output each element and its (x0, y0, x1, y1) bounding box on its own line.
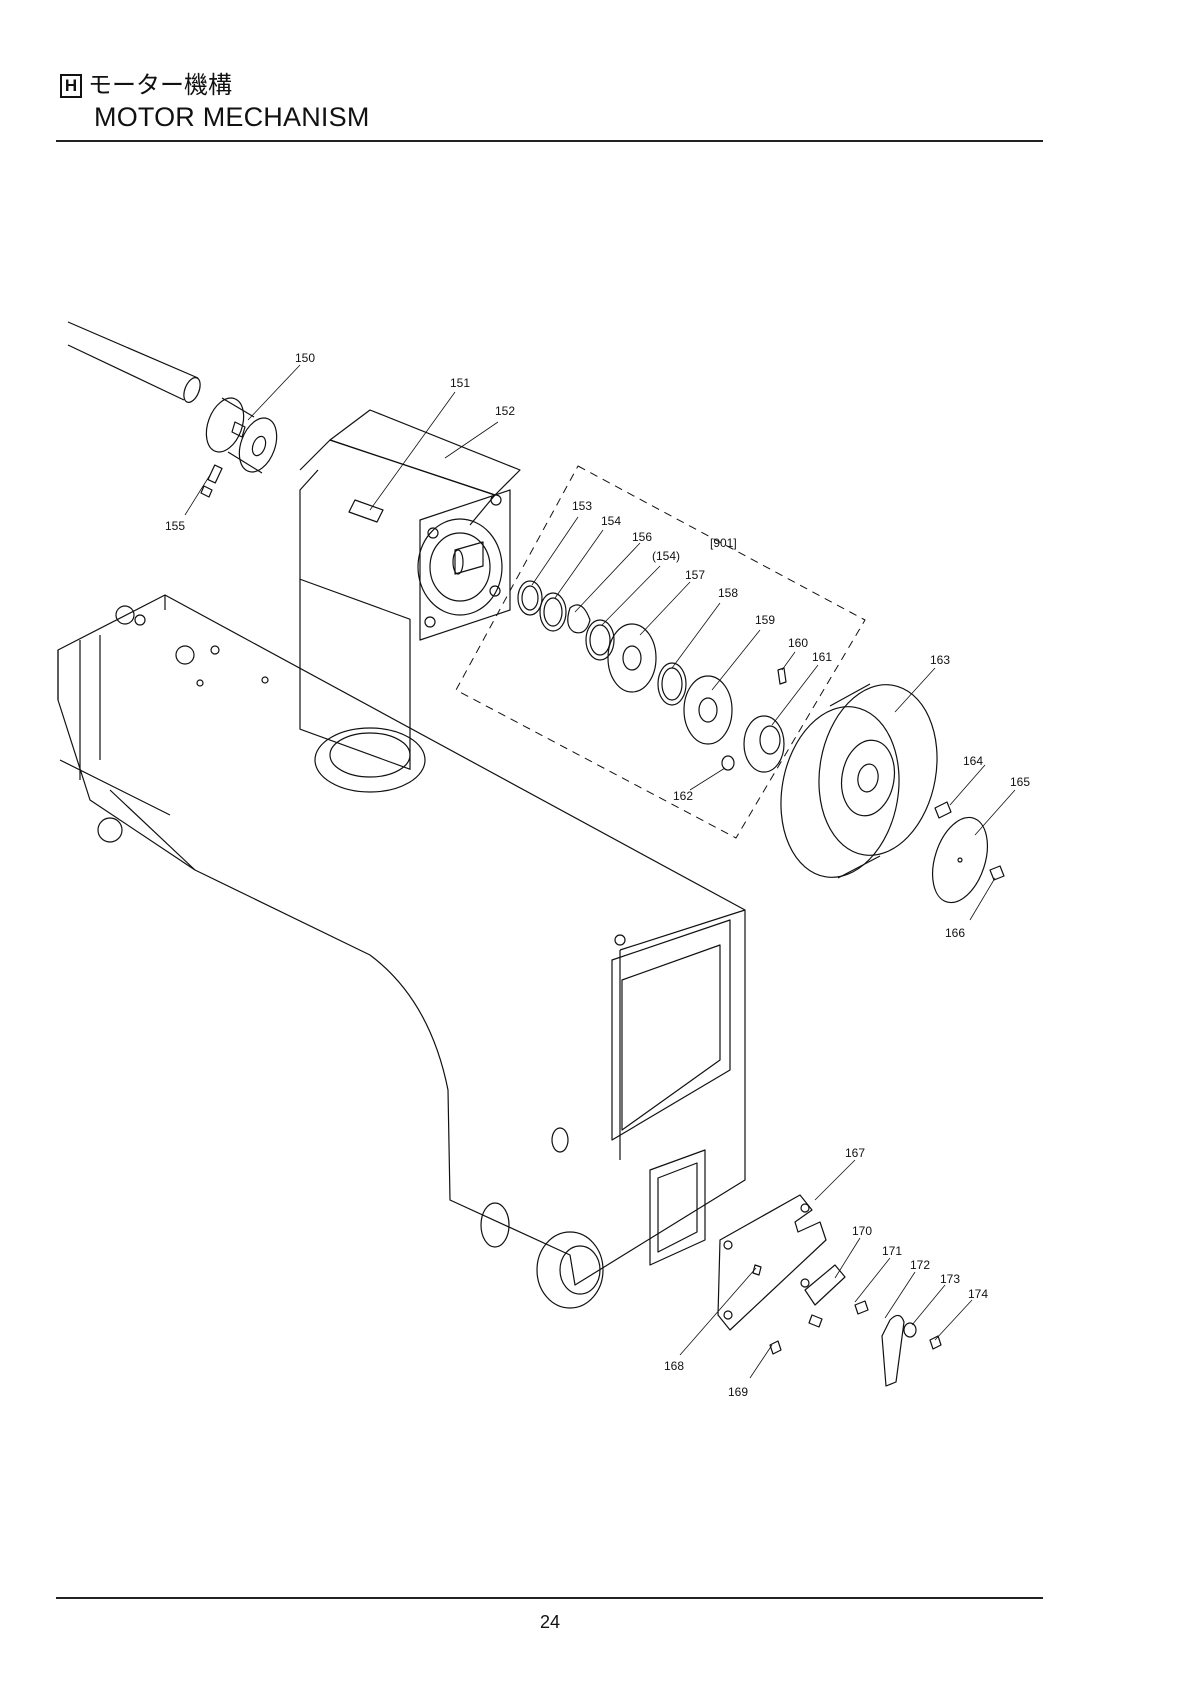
callout-155: 155 (165, 519, 185, 533)
callout-162: 162 (673, 789, 693, 803)
callout-labels: 150 151 152 153 154 156 (154) 157 158 15… (165, 351, 1030, 1399)
callout-164: 164 (963, 754, 983, 768)
callout-leader-lines (185, 365, 1015, 1378)
assembly-group-label: [901] (710, 536, 737, 550)
callout-168: 168 (664, 1359, 684, 1373)
callout-163: 163 (930, 653, 950, 667)
callout-150: 150 (295, 351, 315, 365)
callout-167: 167 (845, 1146, 865, 1160)
handwheel-drawing (768, 675, 950, 887)
callout-169: 169 (728, 1385, 748, 1399)
callout-174: 174 (968, 1287, 988, 1301)
handwheel-cover-parts (923, 802, 1004, 910)
callout-170: 170 (852, 1224, 872, 1238)
page-number: 24 (520, 1612, 580, 1633)
callout-158: 158 (718, 586, 738, 600)
callout-161: 161 (812, 650, 832, 664)
footer-rule (56, 1597, 1043, 1599)
machine-arm-drawing (58, 595, 745, 1308)
shaft-drawing (68, 322, 203, 405)
callout-165: 165 (1010, 775, 1030, 789)
screw-155-drawing (201, 465, 222, 497)
coupling-drawing (199, 393, 283, 477)
callout-154-ref: (154) (652, 549, 680, 563)
motor-drawing (300, 410, 520, 769)
assembly-901-dashed-outline (456, 466, 865, 838)
bracket-assembly-drawing (718, 1195, 941, 1386)
callout-151: 151 (450, 376, 470, 390)
callout-172: 172 (910, 1258, 930, 1272)
brake-assembly-parts (518, 581, 786, 772)
callout-166: 166 (945, 926, 965, 940)
callout-154: 154 (601, 514, 621, 528)
callout-171: 171 (882, 1244, 902, 1258)
callout-160: 160 (788, 636, 808, 650)
callout-153: 153 (572, 499, 592, 513)
callout-156: 156 (632, 530, 652, 544)
callout-159: 159 (755, 613, 775, 627)
callout-152: 152 (495, 404, 515, 418)
callout-157: 157 (685, 568, 705, 582)
callout-173: 173 (940, 1272, 960, 1286)
